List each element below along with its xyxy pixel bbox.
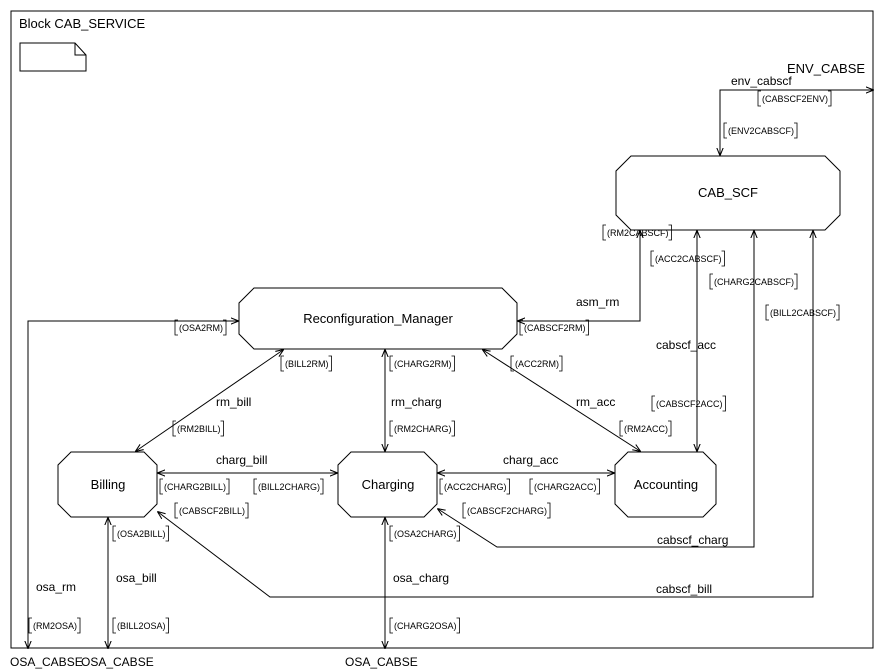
signal-lists: (CABSCF2ENV) (ENV2CABSCF) (RM2CABSCF) (ACC2… (28, 90, 840, 634)
signal-list-bracket-rm2acc (619, 420, 672, 437)
channel-label-charg-acc: charg_acc (503, 453, 558, 467)
signal-list-osa2rm: (OSA2RM) (179, 323, 223, 333)
block-cab-scf[interactable]: CAB_SCF (615, 155, 841, 231)
signal-list-rm2osa: (RM2OSA) (33, 621, 77, 631)
signal-list-osa2bill: (OSA2BILL) (117, 529, 166, 539)
block-charging[interactable]: Charging (337, 451, 438, 518)
signal-list-bill2osa: (BILL2OSA) (117, 621, 166, 631)
channel-label-env-cabscf: env_cabscf (731, 74, 792, 88)
signal-list-acc2rm: (ACC2RM) (515, 359, 559, 369)
signal-list-bracket-osa2bill (112, 525, 169, 542)
signal-list-cabscf2charg: (CABSCF2CHARG) (467, 506, 547, 516)
channel-env-cabscf (720, 90, 873, 155)
signal-list-bracket-osa2charg (389, 525, 460, 542)
signal-list-bracket-bill2rm (280, 355, 332, 372)
channel-label-cabscf-bill: cabscf_bill (656, 582, 712, 596)
signal-list-bill2cabscf: (BILL2CABSCF) (770, 308, 836, 318)
channel-rm-acc (483, 350, 640, 451)
block-billing[interactable]: Billing (57, 451, 158, 518)
signal-list-bracket-cabscf2charg (462, 502, 551, 519)
signal-list-cabscf2acc: (CABSCF2ACC) (656, 399, 723, 409)
signal-list-bracket-acc2cabscf (650, 250, 725, 267)
signal-list-osa2charg: (OSA2CHARG) (394, 529, 457, 539)
signal-list-bracket-charg2acc (529, 478, 600, 495)
signal-list-bracket-bill2charg (253, 478, 324, 495)
env-label-osa-cabse-bill: OSA_CABSE (81, 655, 154, 669)
signal-list-bracket-acc2rm (510, 355, 563, 372)
signal-list-env2cabscf: (ENV2CABSCF) (728, 126, 794, 136)
signal-list-acc2cabscf: (ACC2CABSCF) (655, 254, 722, 264)
signal-list-rm2bill: (RM2BILL) (177, 424, 221, 434)
signal-list-charg2rm: (CHARG2RM) (394, 359, 452, 369)
block-billing-label: Billing (91, 477, 126, 492)
signal-list-bracket-rm2charg (389, 420, 455, 437)
signal-list-bracket-cabscf2rm (519, 319, 589, 336)
channel-label-osa-bill: osa_bill (116, 571, 157, 585)
channel-label-cabscf-acc: cabscf_acc (656, 338, 716, 352)
signal-list-bracket-osa2rm (174, 319, 227, 336)
signal-list-bill2charg: (BILL2CHARG) (258, 482, 320, 492)
block-accounting-label: Accounting (634, 477, 698, 492)
channel-rm-bill (136, 350, 283, 451)
signal-list-bracket-env2cabscf (723, 122, 798, 139)
signal-list-charg2osa: (CHARG2OSA) (394, 621, 457, 631)
signal-list-rm2cabscf: (RM2CABSCF) (607, 228, 669, 238)
signal-list-bracket-charg2osa (389, 617, 460, 634)
block-cab-scf-label: CAB_SCF (698, 185, 758, 200)
signal-list-bracket-rm2cabscf (602, 224, 672, 241)
signal-list-charg2acc: (CHARG2ACC) (534, 482, 597, 492)
block-frame (10, 10, 874, 649)
channel-label-osa-rm: osa_rm (36, 580, 76, 594)
channel-label-charg-bill: charg_bill (216, 453, 267, 467)
channel-label-asm-rm: asm_rm (576, 295, 619, 309)
channel-label-cabscf-charg: cabscf_charg (657, 533, 728, 547)
block-reconfiguration-manager-label: Reconfiguration_Manager (303, 311, 453, 326)
signal-list-cabscf2rm: (CABSCF2RM) (524, 323, 586, 333)
signal-list-bracket-cabscf2env (757, 90, 832, 107)
block-title: Block CAB_SERVICE (19, 16, 146, 31)
signal-list-bill2rm: (BILL2RM) (285, 359, 329, 369)
block-reconfiguration-manager[interactable]: Reconfiguration_Manager (238, 287, 518, 350)
channel-label-rm-acc: rm_acc (576, 395, 615, 409)
channel-label-rm-charg: rm_charg (391, 395, 442, 409)
signal-list-rm2acc: (RM2ACC) (624, 424, 668, 434)
signal-list-acc2charg: (ACC2CHARG) (444, 482, 507, 492)
block-charging-label: Charging (362, 477, 415, 492)
env-label-osa-cabse-rm: OSA_CABSE (10, 655, 83, 669)
signal-list-bracket-rm2bill (172, 420, 224, 437)
signal-list-cabscf2env: (CABSCF2ENV) (762, 94, 828, 104)
channel-label-rm-bill: rm_bill (216, 395, 251, 409)
signal-list-cabscf2bill: (CABSCF2BILL) (179, 506, 245, 516)
text-symbol-icon (19, 42, 87, 72)
signal-list-bracket-cabscf2bill (174, 502, 249, 519)
block-accounting[interactable]: Accounting (614, 451, 717, 518)
env-label-osa-cabse-charg: OSA_CABSE (345, 655, 418, 669)
signal-list-bracket-rm2osa (28, 617, 81, 634)
signal-list-bracket-cabscf2acc (651, 395, 726, 412)
signal-list-rm2charg: (RM2CHARG) (394, 424, 452, 434)
signal-list-bracket-charg2rm (389, 355, 455, 372)
signal-list-charg2cabscf: (CHARG2CABSCF) (714, 277, 794, 287)
signal-list-bracket-bill2osa (112, 617, 169, 634)
signal-list-bracket-bill2cabscf (765, 304, 840, 321)
signal-list-charg2bill: (CHARG2BILL) (164, 482, 226, 492)
channel-osa-rm (28, 321, 238, 648)
channel-label-osa-charg: osa_charg (393, 571, 449, 585)
env-label-env-cabse: ENV_CABSE (787, 61, 865, 76)
signal-list-bracket-charg2bill (159, 478, 230, 495)
signal-list-bracket-charg2cabscf (709, 273, 798, 290)
signal-list-bracket-acc2charg (439, 478, 510, 495)
